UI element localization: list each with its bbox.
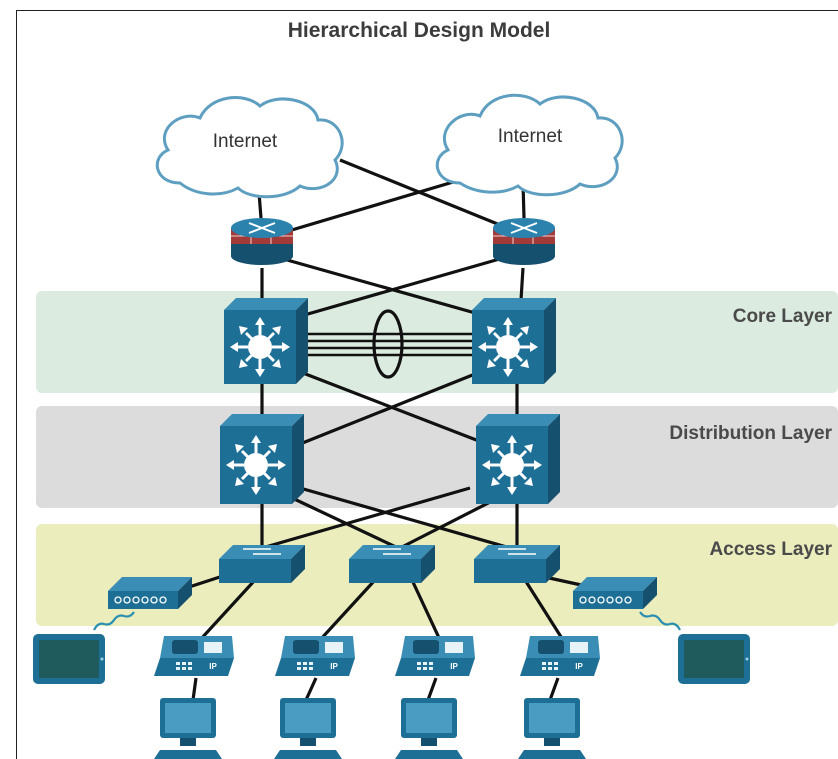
pc-1 — [154, 698, 222, 759]
ip-phone-1: IP — [154, 636, 234, 676]
distribution-layer-band — [36, 406, 838, 508]
diagram-title: Hierarchical Design Model — [287, 19, 551, 42]
distribution-switch-left — [220, 414, 304, 504]
wireless-ap-right — [573, 577, 657, 609]
access-switch-3 — [474, 545, 560, 583]
ip-phone-3: IP — [395, 636, 475, 676]
pc-4 — [518, 698, 586, 759]
cloud-left-label: Internet — [213, 131, 278, 152]
core-switch-right — [472, 298, 556, 384]
access-switch-1 — [219, 545, 305, 583]
distribution-switch-right — [476, 414, 560, 504]
diagram-frame — [16, 10, 838, 759]
ip-phone-2: IP — [275, 636, 355, 676]
ip-badge: IP — [209, 662, 217, 671]
ip-badge: IP — [575, 662, 583, 671]
access-layer-label: Access Layer — [709, 539, 832, 560]
access-switch-2 — [349, 545, 435, 583]
wireless-ap-left — [108, 577, 192, 609]
wireless-signal-left — [93, 611, 135, 631]
router-left — [231, 218, 293, 265]
internet-cloud-right: Internet — [435, 93, 624, 197]
etherchannel-bundle — [305, 309, 476, 379]
router-right — [493, 218, 555, 265]
internet-cloud-left: Internet — [155, 96, 344, 199]
pc-3 — [395, 698, 463, 759]
tablet-right — [678, 634, 750, 684]
distribution-layer-label: Distribution Layer — [669, 423, 832, 444]
pc-2 — [274, 698, 342, 759]
network-links — [185, 158, 596, 701]
ip-badge: IP — [330, 662, 338, 671]
tablet-left — [33, 634, 105, 684]
cloud-right-label: Internet — [498, 126, 563, 147]
core-switch-left — [224, 298, 308, 384]
ip-badge: IP — [450, 662, 458, 671]
wireless-signal-right — [639, 611, 681, 631]
core-layer-label: Core Layer — [733, 306, 833, 327]
ip-phone-4: IP — [520, 636, 600, 676]
